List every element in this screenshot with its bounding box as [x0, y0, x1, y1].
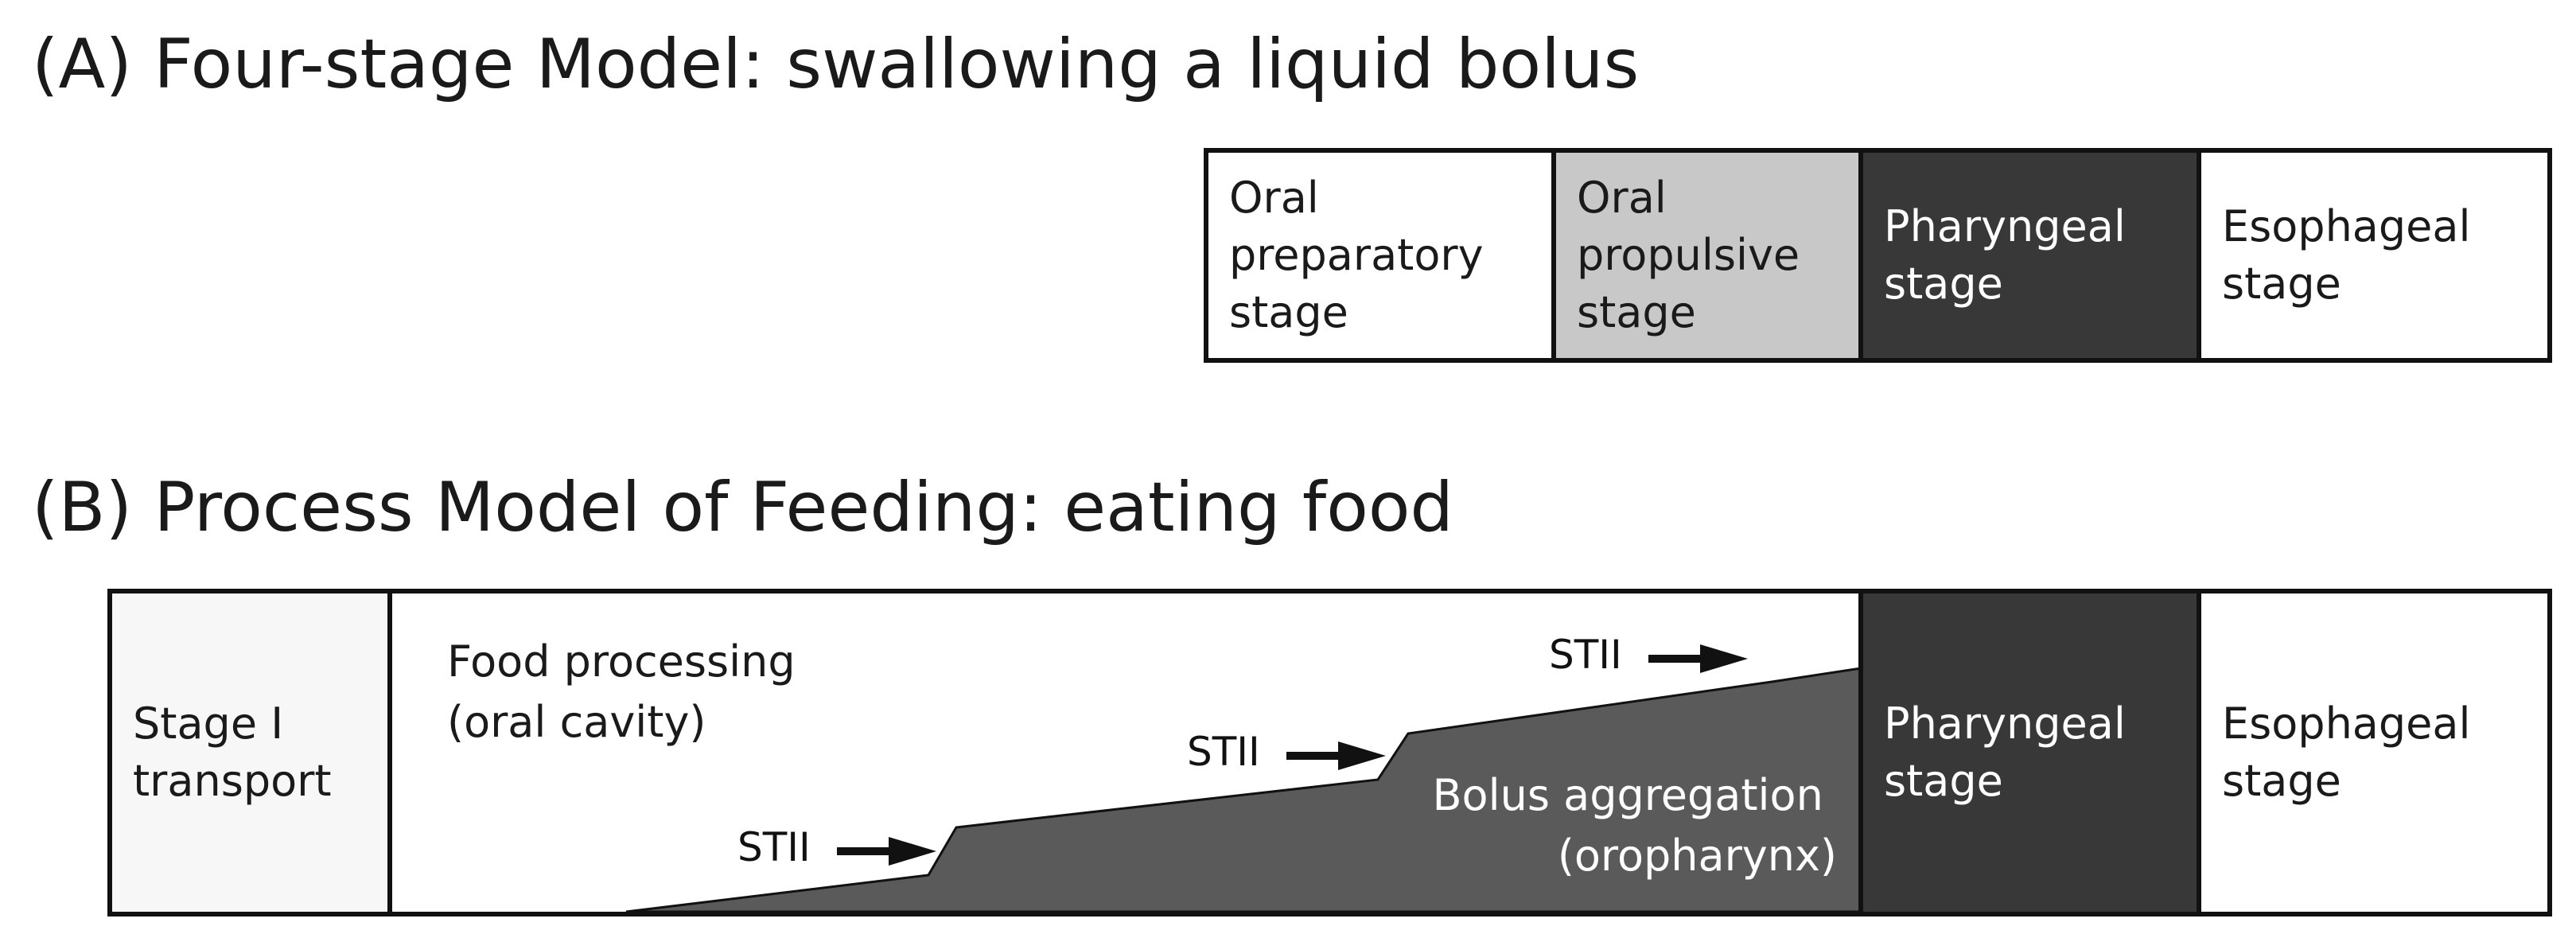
- stage-label-line: Pharyngeal: [1884, 699, 2126, 749]
- stii-label-1: STII: [737, 824, 811, 870]
- stage-label-line: stage: [2222, 756, 2341, 806]
- stage-label-line: Oral: [1577, 173, 1667, 224]
- food-processing-label: Food processing (oral cavity): [447, 636, 809, 747]
- stage-esophageal-b: Esophageal stage: [2197, 589, 2552, 916]
- stage-label-line: transport: [133, 756, 332, 806]
- stage-label-line: propulsive: [1577, 230, 1800, 281]
- process-ramp-diagram: Food processing (oral cavity) STII STII …: [387, 589, 1863, 916]
- bolus-line: (oropharynx): [1558, 831, 1837, 881]
- food-processing-line: Food processing: [447, 636, 796, 687]
- stage-label-line: stage: [1884, 259, 2003, 309]
- arrow-right-icon: [837, 837, 936, 866]
- stage-pharyngeal-b: Pharyngeal stage: [1858, 589, 2201, 916]
- stage-esophageal-a: Esophageal stage: [2197, 148, 2552, 363]
- bolus-aggregation-label: Bolus aggregation (oropharynx): [1433, 770, 1837, 881]
- stii-label-2: STII: [1187, 729, 1260, 775]
- stage-label-line: stage: [2222, 259, 2341, 309]
- stage1-transport: Stage I transport: [107, 589, 392, 916]
- stage-label-line: Stage I: [133, 699, 284, 749]
- panel-a-title: (A) Four-stage Model: swallowing a liqui…: [32, 25, 1640, 104]
- stage-label-line: Pharyngeal: [1884, 201, 2126, 252]
- stage-pharyngeal-a: Pharyngeal stage: [1858, 148, 2201, 363]
- stage-label-line: Oral: [1229, 173, 1319, 224]
- stage-label-line: stage: [1884, 756, 2003, 806]
- panel-b-title: (B) Process Model of Feeding: eating foo…: [32, 468, 1454, 547]
- stage-oral-propulsive: Oral propulsive stage: [1551, 148, 1863, 363]
- stage-label-line: stage: [1229, 286, 1348, 337]
- stage-oral-preparatory: Oral preparatory stage: [1204, 148, 1556, 363]
- arrow-right-icon: [1648, 644, 1748, 673]
- bolus-line: Bolus aggregation: [1433, 770, 1823, 820]
- stage-label-line: Esophageal: [2222, 699, 2471, 749]
- food-processing-line: (oral cavity): [447, 697, 706, 747]
- stage-label-line: preparatory: [1229, 230, 1484, 281]
- stage-label-line: Esophageal: [2222, 201, 2471, 252]
- stii-label-3: STII: [1549, 632, 1622, 678]
- stage-label-line: stage: [1577, 286, 1696, 337]
- arrow-right-icon: [1286, 741, 1386, 770]
